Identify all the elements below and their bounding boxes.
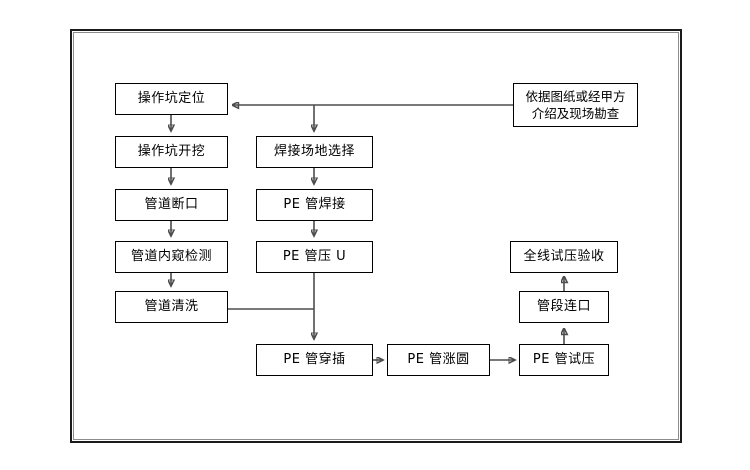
node-pe-pipe-u-pressing[interactable]: PE 管压 U [256, 241, 373, 273]
node-pe-pipe-insertion[interactable]: PE 管穿插 [256, 344, 373, 376]
node-pipe-cleaning[interactable]: 管道清洗 [115, 291, 228, 323]
node-pe-pipe-pressure-test[interactable]: PE 管试压 [519, 344, 609, 376]
node-pipe-endoscopy[interactable]: 管道内窥检测 [115, 241, 228, 273]
node-welding-site-selection[interactable]: 焊接场地选择 [256, 136, 373, 168]
node-pe-pipe-welding[interactable]: PE 管焊接 [256, 189, 373, 221]
node-operation-pit-locating[interactable]: 操作坑定位 [115, 83, 228, 115]
node-pipe-section-jointing[interactable]: 管段连口 [519, 291, 609, 323]
node-drawing-survey[interactable]: 依据图纸或经甲方 介绍及现场勘查 [513, 83, 638, 127]
node-full-line-acceptance[interactable]: 全线试压验收 [510, 241, 618, 273]
node-pipe-cut[interactable]: 管道断口 [115, 189, 228, 221]
node-pe-pipe-rerounding[interactable]: PE 管涨圆 [387, 344, 490, 376]
node-operation-pit-excavation[interactable]: 操作坑开挖 [115, 136, 228, 168]
